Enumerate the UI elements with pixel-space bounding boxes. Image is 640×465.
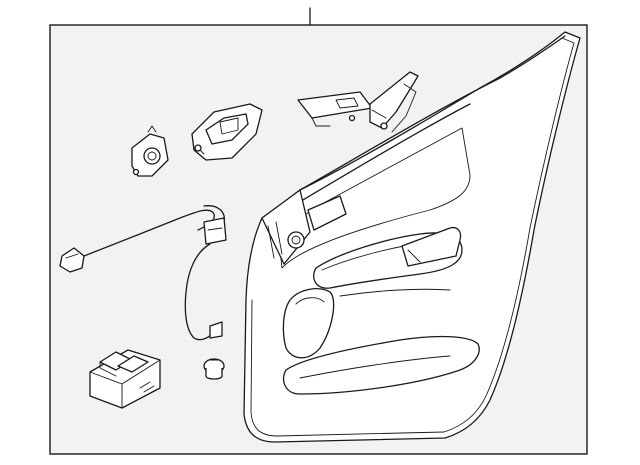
- inside-handle: [191, 103, 263, 161]
- window-switch: [89, 349, 161, 409]
- pull-handle-bracket: [297, 71, 419, 133]
- wiring-harness: [59, 205, 227, 341]
- retainer-clip: [203, 358, 225, 380]
- door-trim-panel: [243, 31, 581, 443]
- lock-knob: [131, 125, 169, 177]
- speaker-grille-icon: [287, 231, 305, 249]
